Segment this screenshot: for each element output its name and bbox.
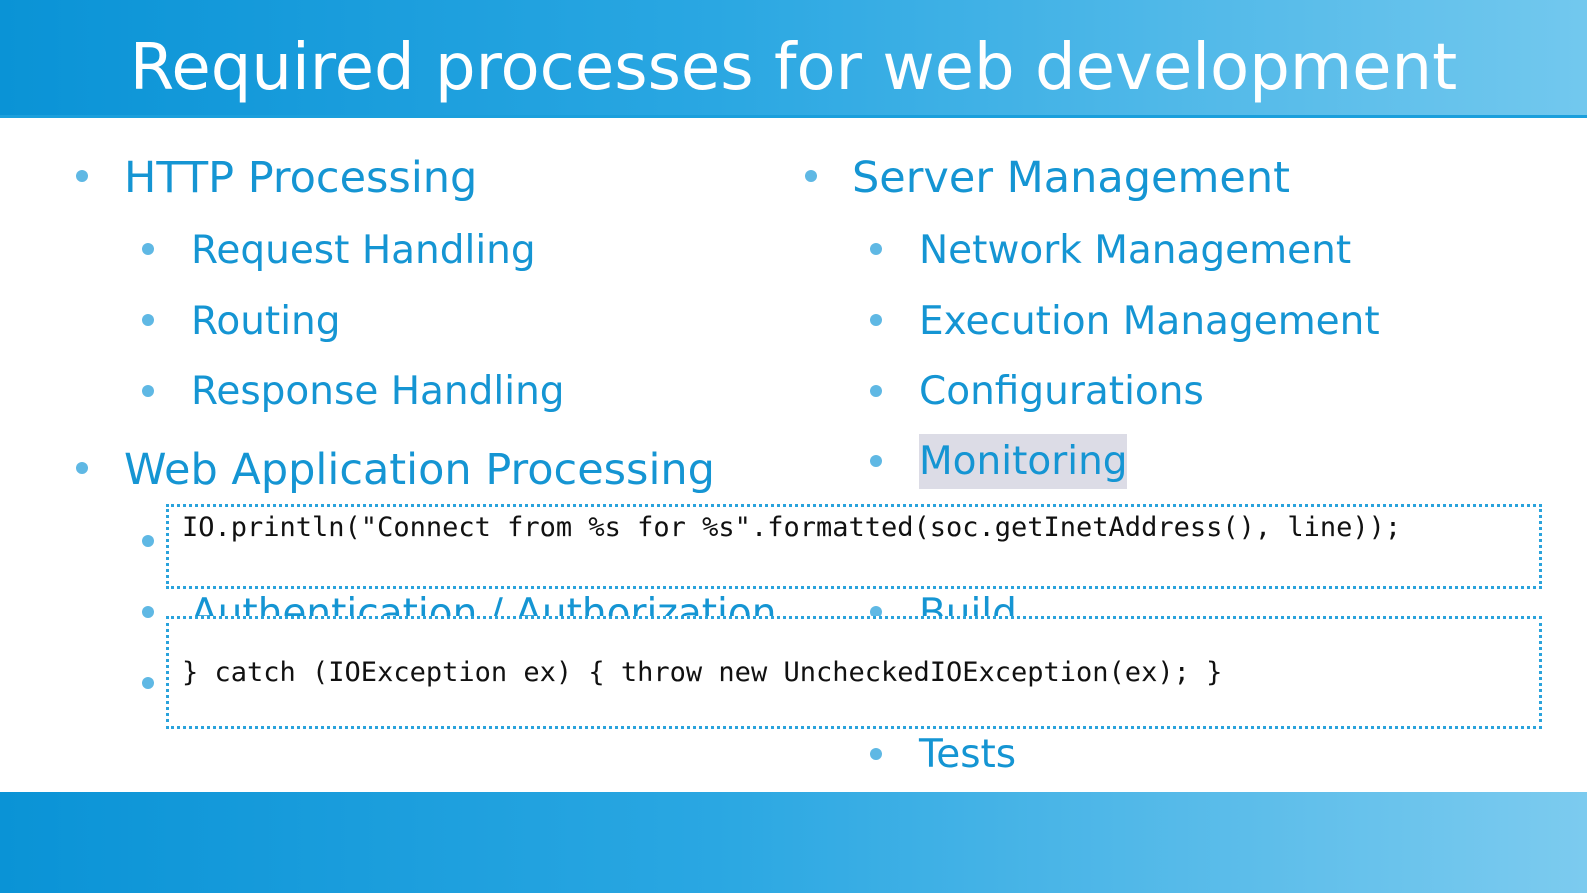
slide-title: Required processes for web development — [129, 31, 1458, 105]
list-item-routing[interactable]: Routing — [191, 299, 341, 344]
header-divider — [0, 115, 1587, 118]
code-snippet-box-println — [166, 504, 1542, 589]
list-item-monitoring[interactable]: Monitoring — [919, 439, 1128, 484]
list-item-tests[interactable]: Tests — [919, 732, 1017, 777]
list-item-request-handling[interactable]: Request Handling — [191, 228, 536, 273]
bullet-icon — [142, 243, 154, 255]
list-item-response-handling[interactable]: Response Handling — [191, 369, 565, 414]
bullet-icon — [142, 314, 154, 326]
selection-highlight — [919, 434, 1127, 489]
list-item-configurations[interactable]: Configurations — [919, 369, 1204, 414]
code-snippet-println: IO.println("Connect from %s for %s".form… — [182, 512, 1402, 543]
bullet-icon — [870, 385, 882, 397]
bullet-icon — [142, 677, 154, 689]
bullet-icon — [870, 455, 882, 467]
code-snippet-catch: } catch (IOException ex) { throw new Unc… — [182, 657, 1223, 688]
bullet-icon — [870, 243, 882, 255]
list-item-execution-management[interactable]: Execution Management — [919, 299, 1380, 344]
bullet-icon — [142, 535, 154, 547]
bullet-icon — [870, 314, 882, 326]
list-heading-server-management[interactable]: Server Management — [852, 153, 1290, 203]
header-banner — [0, 0, 1587, 115]
code-snippet-box-catch — [166, 616, 1542, 729]
bullet-icon — [76, 462, 88, 474]
bullet-icon — [805, 170, 817, 182]
list-heading-http-processing[interactable]: HTTP Processing — [124, 153, 478, 203]
footer-banner — [0, 792, 1587, 893]
list-heading-web-application-processing[interactable]: Web Application Processing — [124, 445, 715, 495]
bullet-icon — [142, 385, 154, 397]
bullet-icon — [76, 170, 88, 182]
list-item-network-management[interactable]: Network Management — [919, 228, 1352, 273]
bullet-icon — [870, 606, 882, 618]
bullet-icon — [870, 748, 882, 760]
bullet-icon — [142, 606, 154, 618]
